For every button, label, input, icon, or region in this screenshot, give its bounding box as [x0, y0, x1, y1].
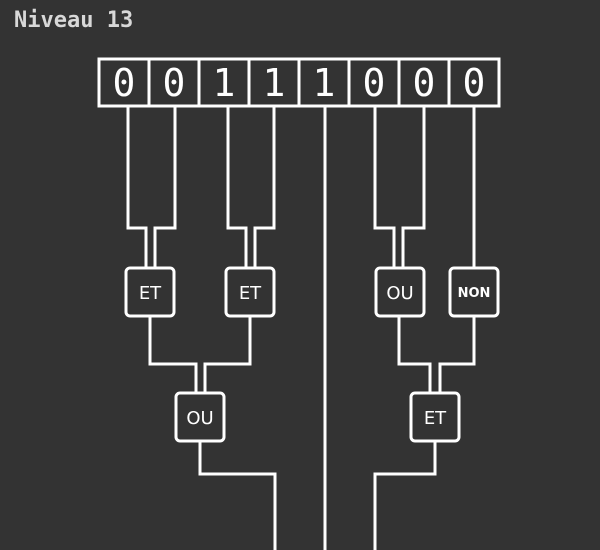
bit-cell-5[interactable]: 0 — [347, 59, 386, 106]
bit-value: 0 — [163, 61, 186, 105]
bit-cell-7[interactable]: 0 — [447, 59, 486, 106]
bit-value: 0 — [113, 61, 136, 105]
gate-et-1[interactable]: ET — [124, 266, 176, 318]
level-title: Niveau 13 — [14, 8, 134, 33]
wire-bit6-ou1 — [401, 106, 426, 267]
wire-et1-ou2 — [148, 317, 198, 392]
gate-label: ET — [424, 408, 447, 429]
bit-cell-6[interactable]: 0 — [397, 59, 436, 106]
wire-bit1-et1 — [153, 106, 177, 267]
bit-value: 1 — [263, 61, 286, 105]
gate-ou-2[interactable]: OU — [174, 391, 226, 443]
wire-ou1-et3 — [397, 317, 432, 392]
gate-label: ET — [139, 283, 162, 304]
bit-cell-3[interactable]: 1 — [247, 59, 286, 106]
gate-label: OU — [186, 408, 213, 429]
wire-bit3-et2 — [253, 106, 276, 267]
bit-cell-2[interactable]: 1 — [197, 59, 236, 106]
bit-cell-1[interactable]: 0 — [147, 59, 186, 106]
gate-non-1[interactable]: NON — [448, 266, 500, 318]
gate-label: OU — [386, 283, 413, 304]
gate-ou-1[interactable]: OU — [374, 266, 426, 318]
wire-bit5-ou1 — [373, 106, 396, 267]
wire-bit0-et1 — [126, 106, 148, 267]
wire-non-et3 — [438, 317, 476, 392]
wire-et3-output — [373, 442, 437, 550]
bit-value: 0 — [413, 61, 436, 105]
bit-value: 1 — [313, 61, 336, 105]
gate-et-2[interactable]: ET — [224, 266, 276, 318]
bit-value: 1 — [213, 61, 236, 105]
bit-value: 0 — [463, 61, 486, 105]
wires — [126, 106, 476, 550]
wire-et2-ou2 — [203, 317, 252, 392]
gate-label: ET — [239, 283, 262, 304]
gate-et-3[interactable]: ET — [409, 391, 461, 443]
wire-ou2-output — [198, 442, 277, 550]
bit-cell-0[interactable]: 0 — [113, 61, 136, 105]
wire-bit2-et2 — [226, 106, 248, 267]
bit-cell-4[interactable]: 1 — [297, 59, 336, 106]
gate-label: NON — [458, 286, 491, 301]
bit-value: 0 — [363, 61, 386, 105]
